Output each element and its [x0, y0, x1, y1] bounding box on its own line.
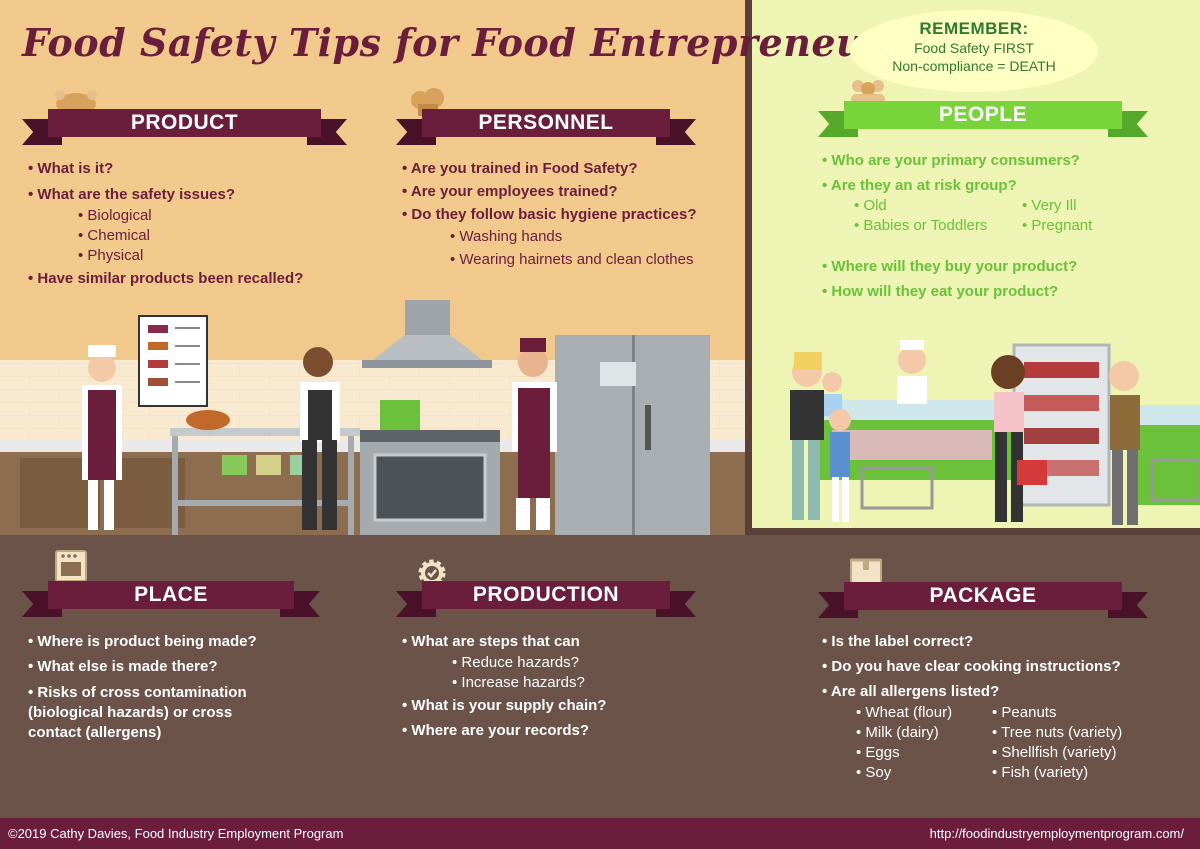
personnel-ribbon: PERSONNEL	[396, 109, 696, 145]
place-heading: PLACE	[48, 581, 294, 609]
place-q1: • Where is product being made?	[28, 633, 257, 650]
package-ribbon: PACKAGE	[818, 582, 1148, 618]
people-heading: PEOPLE	[844, 101, 1122, 129]
place-q3c: contact (allergens)	[28, 724, 162, 741]
remember-bubble: REMEMBER: Food Safety FIRST Non-complian…	[850, 10, 1098, 92]
package-q3: • Are all allergens listed?	[822, 683, 1000, 700]
remember-line2: Non-compliance = DEATH	[892, 58, 1056, 74]
personnel-list: • Are you trained in Food Safety? • Are …	[402, 160, 697, 270]
product-issue: • Chemical	[78, 227, 150, 244]
personnel-practice: • Wearing hairnets and clean clothes	[450, 251, 694, 268]
allergen-item: • Wheat (flour)	[856, 704, 953, 721]
product-q3: • Have similar products been recalled?	[28, 270, 304, 287]
place-list: • Where is product being made? • What el…	[28, 633, 257, 743]
people-q2: • Are they an at risk group?	[822, 177, 1017, 194]
production-q2: • What is your supply chain?	[402, 697, 607, 714]
footer: ©2019 Cathy Davies, Food Industry Employ…	[0, 818, 1200, 849]
allergen-item: • Fish (variety)	[992, 764, 1089, 781]
people-list: • Who are your primary consumers? • Are …	[822, 152, 1182, 301]
product-list: • What is it? • What are the safety issu…	[28, 160, 303, 288]
people-q3: • Where will they buy your product?	[822, 258, 1078, 275]
product-q1: • What is it?	[28, 160, 114, 177]
production-heading: PRODUCTION	[422, 581, 670, 609]
store-scene	[752, 340, 1200, 535]
production-list: • What are steps that can • Reduce hazar…	[402, 633, 606, 740]
people-group: • Babies or Toddlers	[854, 217, 988, 234]
production-sub: • Increase hazards?	[452, 674, 585, 691]
allergen-item: • Shellfish (variety)	[992, 744, 1117, 761]
production-ribbon: PRODUCTION	[396, 581, 696, 617]
package-heading: PACKAGE	[844, 582, 1122, 610]
package-q2: • Do you have clear cooking instructions…	[822, 658, 1121, 675]
people-q4: • How will they eat your product?	[822, 283, 1059, 300]
product-q2: • What are the safety issues?	[28, 186, 235, 203]
panel-divider	[745, 0, 752, 535]
personnel-q3: • Do they follow basic hygiene practices…	[402, 206, 697, 223]
people-ribbon: PEOPLE	[818, 101, 1148, 137]
people-group: • Pregnant	[1022, 217, 1093, 234]
product-issue: • Physical	[78, 247, 144, 264]
copyright-text: ©2019 Cathy Davies, Food Industry Employ…	[8, 826, 344, 841]
production-q1: • What are steps that can	[402, 633, 580, 650]
allergen-item: • Eggs	[856, 744, 900, 761]
kitchen-scene	[0, 300, 745, 535]
personnel-practice: • Washing hands	[450, 228, 563, 245]
people-group-icon	[851, 80, 885, 104]
people-group: • Old	[854, 197, 887, 214]
production-sub: • Reduce hazards?	[452, 654, 579, 671]
remember-heading: REMEMBER:	[919, 19, 1029, 38]
personnel-heading: PERSONNEL	[422, 109, 670, 137]
page-title: Food Safety Tips for Food Entrepreneurs	[22, 20, 907, 65]
website-link[interactable]: http://foodindustryemploymentprogram.com…	[929, 826, 1184, 841]
kitchen-panel	[0, 0, 745, 535]
place-q3b: (biological hazards) or cross	[28, 704, 233, 721]
product-ribbon: PRODUCT	[22, 109, 347, 145]
place-q3a: • Risks of cross contamination	[28, 684, 247, 701]
personnel-q2: • Are your employees trained?	[402, 183, 618, 200]
allergen-item: • Tree nuts (variety)	[992, 724, 1123, 741]
oven-icon	[55, 550, 87, 582]
place-q2: • What else is made there?	[28, 658, 218, 675]
personnel-q1: • Are you trained in Food Safety?	[402, 160, 638, 177]
allergen-item: • Milk (dairy)	[856, 724, 939, 741]
allergen-item: • Soy	[856, 764, 892, 781]
production-q3: • Where are your records?	[402, 722, 589, 739]
package-q1: • Is the label correct?	[822, 633, 974, 650]
people-group: • Very Ill	[1022, 197, 1077, 214]
product-issue: • Biological	[78, 207, 152, 224]
remember-line1: Food Safety FIRST	[914, 40, 1034, 56]
people-q1: • Who are your primary consumers?	[822, 152, 1080, 169]
allergen-item: • Peanuts	[992, 704, 1057, 721]
product-heading: PRODUCT	[48, 109, 321, 137]
place-ribbon: PLACE	[22, 581, 320, 617]
package-list: • Is the label correct? • Do you have cl…	[822, 633, 1192, 783]
